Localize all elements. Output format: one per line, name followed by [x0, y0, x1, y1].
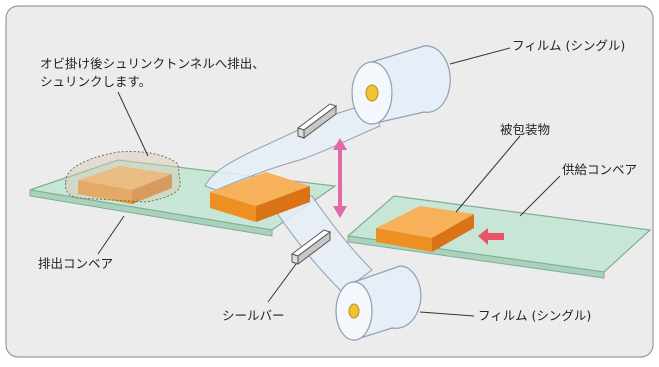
- label-wrapped-item: 被包装物: [500, 122, 550, 137]
- box-incoming: [376, 206, 474, 252]
- box-at-seal-station: [210, 172, 310, 222]
- film-roll-top: [351, 45, 451, 125]
- label-shrink-line1: オビ掛け後シュリンクトンネルへ排出、: [40, 56, 265, 71]
- label-supply-conveyor: 供給コンベア: [562, 162, 637, 177]
- label-seal-bar: シールバー: [222, 308, 285, 323]
- seal-motion-arrow: [333, 138, 347, 218]
- leader-lines: [97, 47, 561, 317]
- label-film-bottom: フィルム (シングル): [478, 308, 591, 323]
- label-shrink-line2: シュリンクします。: [40, 74, 151, 89]
- label-discharge-conveyor: 排出コンベア: [38, 256, 113, 271]
- seal-bar-upper: [296, 103, 338, 139]
- wrapped-box-discharged: [65, 151, 181, 204]
- film-roll-bottom: [335, 265, 422, 341]
- seal-bar-lower: [290, 229, 332, 265]
- label-film-top: フィルム (シングル): [512, 38, 625, 53]
- feed-direction-arrow: [478, 228, 504, 245]
- diagram-panel: [5, 5, 654, 358]
